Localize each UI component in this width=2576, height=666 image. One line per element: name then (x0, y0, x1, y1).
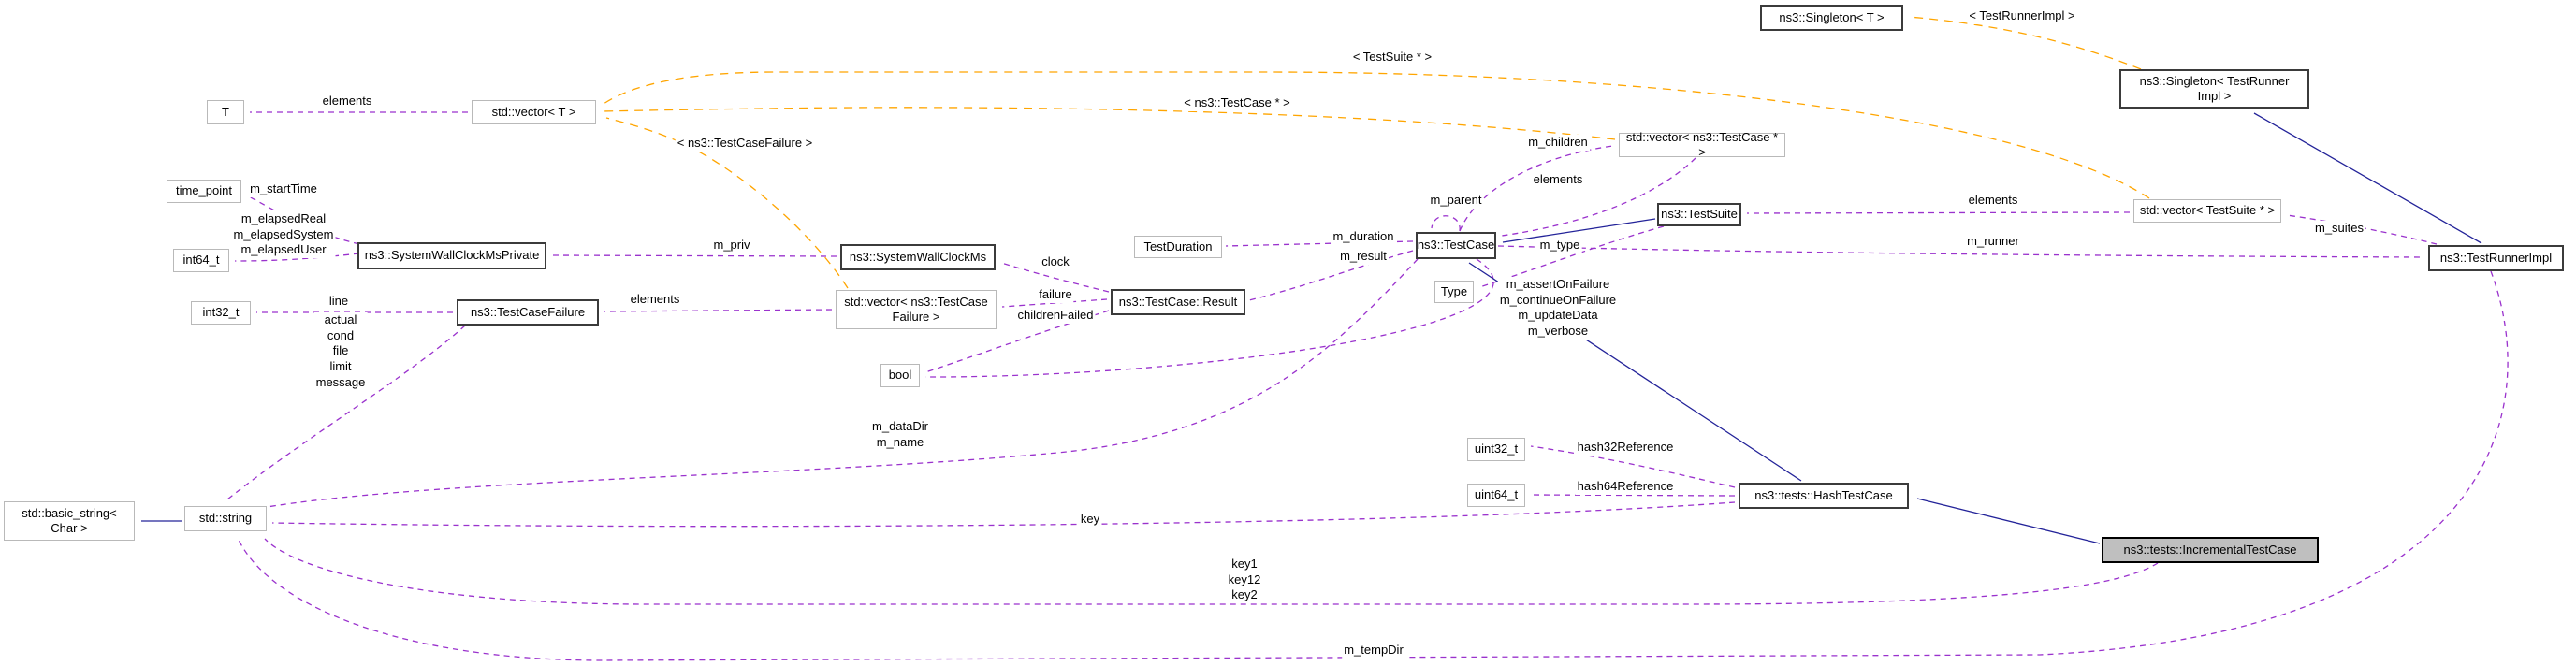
edge-elements-vector-ts (1746, 211, 2131, 214)
edge-label-m-duration: m_duration (1331, 229, 1396, 245)
edge-label-template-test-suite: < TestSuite * > (1350, 50, 1434, 65)
edge-hash32 (1530, 445, 1736, 488)
edge-template-test-runner-impl (1908, 16, 2142, 70)
edge-m-type (1478, 225, 1665, 288)
node-ns3-testrunnerimpl[interactable]: ns3::TestRunnerImpl (2428, 245, 2564, 271)
edge-keys (264, 538, 2159, 605)
edge-failure (1001, 298, 1108, 308)
node-time-point: time_point (167, 180, 241, 203)
edge-label-m-elapsed: m_elapsedReal m_elapsedSystem m_elapsedU… (231, 211, 336, 258)
edge-label-template-test-runner-impl: < TestRunnerImpl > (1967, 8, 2077, 24)
edge-m-runner (1497, 245, 2423, 258)
edge-label-template-test-case-failure: < ns3::TestCaseFailure > (675, 136, 815, 152)
edge-key (271, 501, 1736, 528)
edge-label-flags: m_assertOnFailure m_continueOnFailure m_… (1497, 277, 1619, 340)
edge-label-elements-vector-t: elements (320, 94, 374, 109)
node-ns3-testcase-result[interactable]: ns3::TestCase::Result (1111, 289, 1245, 315)
edge-label-elements-vector-tcf: elements (628, 292, 682, 308)
edge-m-result (1248, 250, 1414, 301)
node-ns3-tests-hashtestcase[interactable]: ns3::tests::HashTestCase (1739, 483, 1909, 509)
node-type: Type (1434, 281, 1474, 303)
edge-label-m-temp-dir: m_tempDir (1342, 643, 1405, 659)
edge-label-m-priv: m_priv (711, 238, 752, 253)
edge-label-m-parent: m_parent (1428, 193, 1484, 209)
edge-label-m-type: m_type (1537, 238, 1582, 253)
node-t: T (207, 100, 244, 124)
edge-m-children (1459, 145, 1614, 232)
node-uint64-t: uint64_t (1467, 484, 1525, 507)
node-int64-t: int64_t (173, 249, 229, 272)
edge-inherit-incremental (1916, 498, 2101, 544)
edge-label-key: key (1078, 512, 1102, 528)
edge-label-m-result: m_result (1338, 249, 1389, 265)
edge-m-elapsed (234, 253, 360, 262)
edge-label-m-suites: m_suites (2312, 221, 2366, 237)
edge-label-name-fields: m_dataDir m_name (870, 419, 930, 451)
edge-m-priv (551, 254, 837, 257)
edge-elements-vector-tc (1501, 157, 1696, 237)
node-std-vector-testcase-ptr: std::vector< ns3::TestCase * > (1619, 130, 1785, 159)
edge-label-hash64: hash64Reference (1575, 479, 1676, 495)
edge-elements-vector-tcf (604, 309, 833, 312)
node-std-vector-t: std::vector< T > (472, 100, 596, 124)
edge-template-test-case (602, 107, 1616, 140)
edge-label-template-test-case: < ns3::TestCase * > (1182, 95, 1292, 111)
edge-clock (1000, 262, 1110, 293)
edge-m-temp-dir (238, 270, 2509, 661)
edge-label-line: line (327, 294, 351, 310)
edge-name-fields (255, 258, 1419, 510)
node-ns3-systemwallclockms[interactable]: ns3::SystemWallClockMs (840, 244, 996, 270)
edge-hash64 (1530, 494, 1736, 497)
edge-inherit-testsuite (1502, 218, 1656, 243)
node-int32-t: int32_t (191, 301, 251, 325)
edge-label-tcf-fields: actual cond file limit message (313, 312, 368, 391)
node-ns3-singleton-testrunnerimpl[interactable]: ns3::Singleton< TestRunner Impl > (2119, 69, 2309, 109)
edge-label-failure: failure (1037, 287, 1074, 303)
edge-template-test-suite (603, 71, 2150, 199)
node-ns3-testcasefailure[interactable]: ns3::TestCaseFailure (457, 299, 599, 326)
node-ns3-singleton-t[interactable]: ns3::Singleton< T > (1760, 5, 1903, 31)
edge-inherit-singleton (2253, 112, 2482, 244)
edge-label-m-runner: m_runner (1965, 234, 2021, 250)
node-ns3-tests-incrementaltestcase: ns3::tests::IncrementalTestCase (2102, 537, 2319, 563)
edge-label-m-start-time: m_startTime (248, 181, 319, 197)
node-bool: bool (880, 364, 920, 387)
edge-label-elements-vector-tc: elements (1531, 172, 1585, 188)
edge-label-hash32: hash32Reference (1575, 440, 1676, 456)
edge-label-m-children: m_children (1526, 135, 1590, 151)
edge-label-keys: key1 key12 key2 (1226, 557, 1263, 603)
edge-m-suites (2286, 214, 2438, 245)
node-std-basic-string: std::basic_string< Char > (4, 501, 135, 541)
edge-label-clock: clock (1040, 254, 1071, 270)
node-uint32-t: uint32_t (1467, 438, 1525, 461)
node-std-vector-testcasefailure: std::vector< ns3::TestCase Failure > (836, 290, 997, 329)
edge-template-test-case-failure (605, 117, 849, 289)
node-ns3-testsuite[interactable]: ns3::TestSuite (1657, 203, 1741, 226)
edge-label-children-failed: childrenFailed (1015, 308, 1096, 324)
edge-flags (924, 258, 1494, 378)
node-std-string: std::string (184, 506, 267, 531)
node-std-vector-testsuite-ptr: std::vector< TestSuite * > (2133, 199, 2281, 223)
node-ns3-systemwallclockmsprivate[interactable]: ns3::SystemWallClockMsPrivate (357, 242, 546, 269)
node-testduration: TestDuration (1134, 236, 1222, 258)
edge-label-elements-vector-ts: elements (1966, 193, 2020, 209)
edge-m-parent-loop (1431, 215, 1461, 232)
node-ns3-testcase[interactable]: ns3::TestCase (1416, 232, 1496, 259)
